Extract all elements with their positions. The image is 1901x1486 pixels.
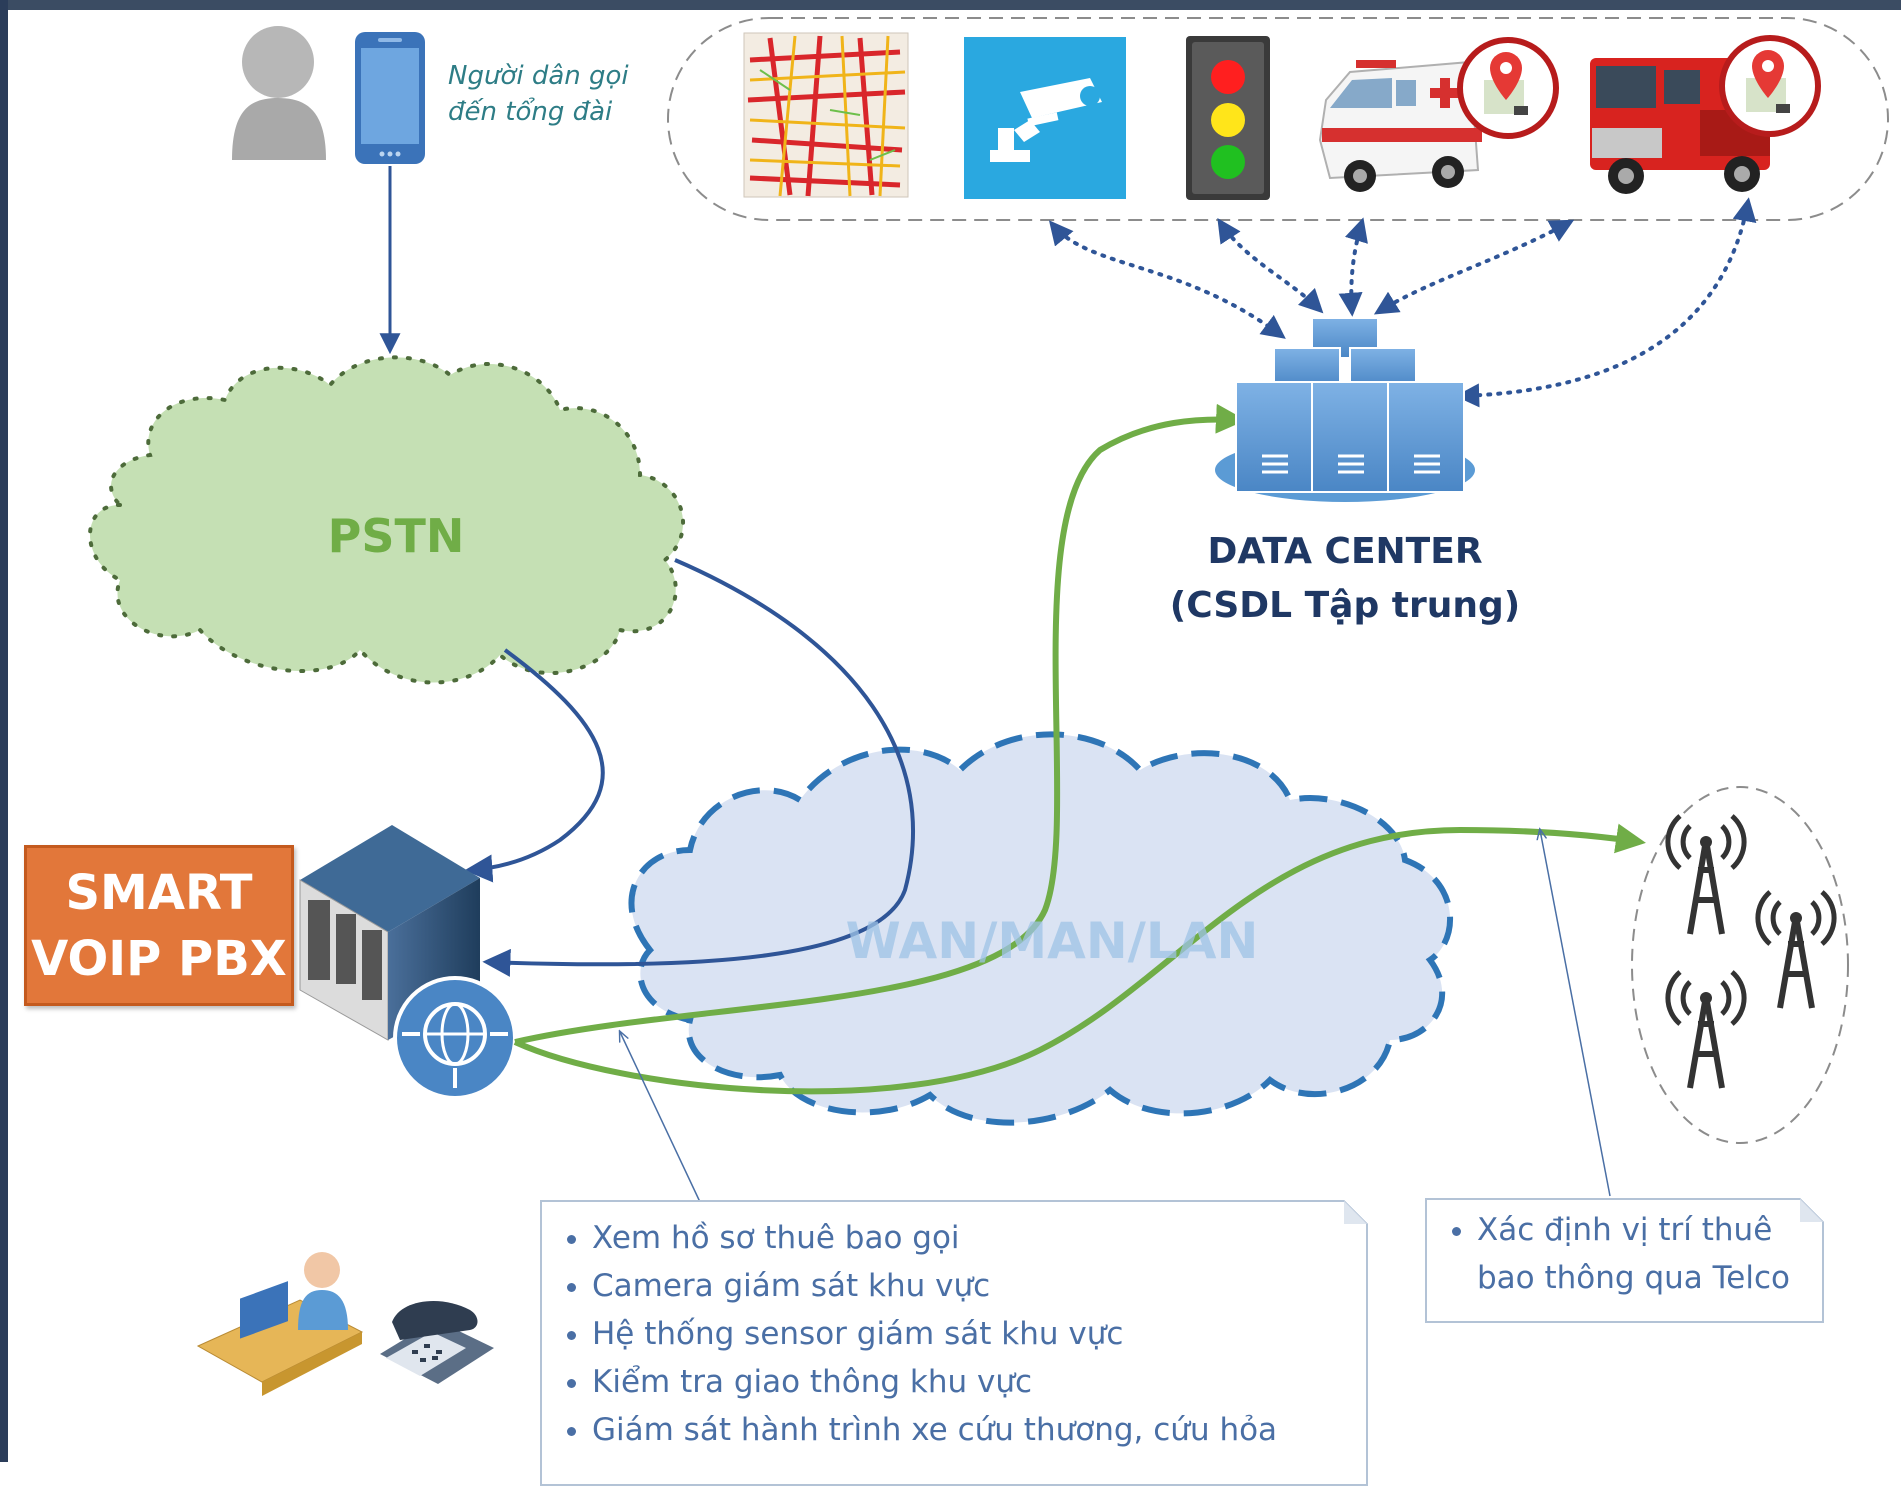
telco-group-outline xyxy=(1631,786,1849,1144)
telco-line2: bao thông qua Telco xyxy=(1477,1260,1790,1296)
ambulance-icon xyxy=(1318,60,1482,192)
pbx-label-line2: VOIP PBX xyxy=(31,930,287,987)
telco-note: Xác định vị trí thuê bao thông qua Telco xyxy=(1425,1198,1824,1323)
smart-voip-pbx-label: SMART VOIP PBX xyxy=(24,845,294,1006)
pstn-to-pbx-link-2 xyxy=(482,558,915,977)
telco-line1: Xác định vị trí thuê xyxy=(1477,1212,1773,1248)
services-list-item: Hệ thống sensor giám sát khu vực xyxy=(592,1310,1366,1358)
cell-tower-icon xyxy=(1665,814,1747,935)
data-center-line1: DATA CENTER xyxy=(1207,531,1483,572)
left-edge-strip xyxy=(0,0,8,1462)
services-list-item: Kiểm tra giao thông khu vực xyxy=(592,1358,1366,1406)
cctv-camera-icon xyxy=(964,37,1126,199)
location-pin-icon xyxy=(1719,35,1821,137)
telco-list-item: Xác định vị trí thuê bao thông qua Telco xyxy=(1477,1206,1822,1302)
desk-phone-icon xyxy=(380,1300,494,1384)
note-fold-corner xyxy=(1344,1200,1368,1224)
services-note: Xem hồ sơ thuê bao gọi Camera giám sát k… xyxy=(540,1200,1368,1486)
link-firetruck-datacenter xyxy=(1455,197,1757,408)
caller-caption-line1: Người dân gọi xyxy=(448,61,629,91)
services-list-item: Giám sát hành trình xe cứu thương, cứu h… xyxy=(592,1406,1366,1454)
globe-icon xyxy=(393,976,517,1100)
caller-caption: Người dân gọi đến tổng đài xyxy=(448,58,648,130)
resource-group-outline xyxy=(667,17,1889,221)
traffic-map-icon xyxy=(743,32,909,198)
services-list-item: Camera giám sát khu vực xyxy=(592,1262,1366,1310)
pstn-label: PSTN xyxy=(328,509,465,563)
pstn-to-pbx-link xyxy=(464,648,605,883)
location-pin-icon xyxy=(1457,37,1559,139)
smartphone-icon xyxy=(355,32,425,164)
wan-cloud xyxy=(628,731,1453,1126)
pbx-label-line1: SMART xyxy=(65,864,253,921)
link-light-datacenter xyxy=(1338,217,1368,317)
pstn-cloud xyxy=(88,355,685,685)
server-stack-icon xyxy=(1215,317,1475,502)
services-list: Xem hồ sơ thuê bao gọi Camera giám sát k… xyxy=(542,1214,1366,1454)
cell-tower-icon xyxy=(1755,890,1837,1009)
link-camera-datacenter xyxy=(1217,217,1324,314)
pbx-to-telco-link xyxy=(513,823,1646,1095)
person-icon xyxy=(232,26,326,160)
traffic-light-icon xyxy=(1186,36,1270,200)
caller-caption-line2: đến tổng đài xyxy=(448,97,613,127)
wan-label: WAN/MAN/LAN xyxy=(846,912,1259,970)
note-fold-corner xyxy=(1800,1198,1824,1222)
top-edge-strip xyxy=(0,0,1901,10)
telco-list: Xác định vị trí thuê bao thông qua Telco xyxy=(1427,1206,1822,1302)
data-center-links xyxy=(1048,197,1757,408)
pbx-to-datacenter-link xyxy=(514,403,1246,1045)
telco-note-pointer xyxy=(1540,830,1611,1197)
data-center-line2: (CSDL Tập trung) xyxy=(1169,585,1521,626)
data-center-title: DATA CENTER (CSDL Tập trung) xyxy=(1150,525,1540,633)
operator-desk-icon xyxy=(196,1252,364,1396)
cell-tower-icon xyxy=(1665,970,1747,1089)
services-note-pointer xyxy=(620,1032,701,1203)
services-list-item: Xem hồ sơ thuê bao gọi xyxy=(592,1214,1366,1262)
